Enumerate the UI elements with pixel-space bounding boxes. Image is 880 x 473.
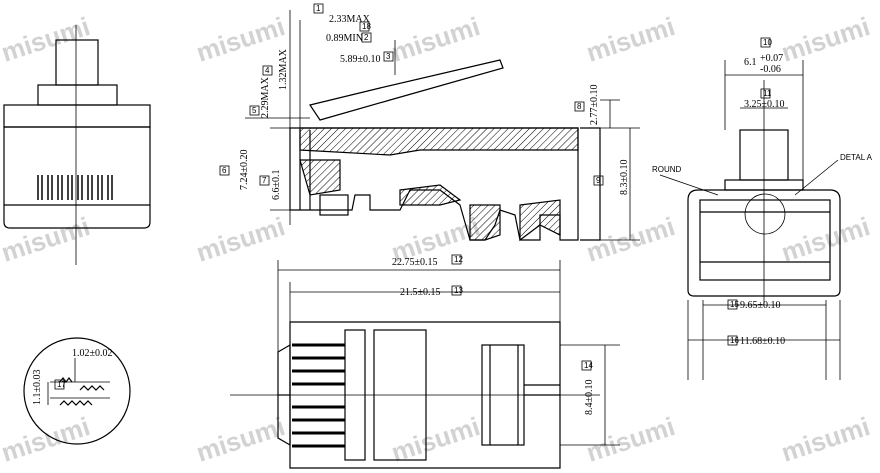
- ref-marker: 7: [259, 175, 270, 186]
- dim-9-65: 9.65±0.10: [740, 300, 781, 311]
- label-round: ROUND: [652, 165, 682, 174]
- dim-8-4: 8.4±0.10: [584, 380, 595, 416]
- reference-markers: 1 2 3 4 5 6 7 8 9 10 11 12 13 14 15 16 1…: [54, 3, 772, 390]
- svg-text:12: 12: [454, 255, 463, 264]
- ref-marker: 5: [249, 105, 260, 116]
- svg-text:7: 7: [262, 176, 267, 185]
- ref-marker: 6: [219, 165, 230, 176]
- ref-marker: 14: [581, 360, 593, 371]
- ref-marker: 1: [313, 3, 324, 14]
- bottom-view: [230, 260, 620, 469]
- dim-8-3: 8.3±0.10: [619, 160, 630, 196]
- ref-marker: 12: [451, 254, 463, 265]
- dim-1-02: 1.02±0.02: [72, 348, 113, 359]
- ref-marker: 17: [54, 379, 66, 390]
- dim-22-75: 22.75±0.15: [392, 257, 438, 268]
- ref-marker: 2: [361, 32, 372, 43]
- dim-1-1: 1.1±0.03: [32, 370, 43, 406]
- dim-7-24: 7.24±0.20: [239, 150, 250, 191]
- watermark: misumi: [778, 11, 874, 68]
- detail-a-view: [23, 337, 131, 445]
- watermark: misumi: [193, 411, 289, 468]
- ref-marker: 3: [383, 51, 394, 62]
- watermark: misumi: [388, 11, 484, 68]
- svg-text:5: 5: [252, 106, 257, 115]
- dimension-labels: 2.33MAX 0.89MIN 5.89±0.10 2.29MAX 1.32MA…: [32, 14, 873, 415]
- label-detail-a: DETAL A: [840, 153, 873, 162]
- svg-text:9: 9: [596, 176, 601, 185]
- ref-marker: 10: [760, 37, 772, 48]
- svg-text:4: 4: [265, 66, 270, 75]
- watermark: misumi: [193, 11, 289, 68]
- svg-text:10: 10: [763, 38, 772, 47]
- dim-2-29max: 2.29MAX: [260, 76, 271, 118]
- ref-marker: 4: [262, 65, 273, 76]
- svg-text:15: 15: [730, 300, 739, 309]
- svg-text:14: 14: [584, 361, 593, 370]
- svg-text:17: 17: [57, 380, 66, 389]
- watermarks: misumi misumi misumi misumi misumi misum…: [0, 11, 873, 468]
- ref-marker: 13: [451, 285, 463, 296]
- dim-6-1-minus: -0.06: [760, 64, 781, 75]
- svg-text:6: 6: [222, 166, 227, 175]
- watermark: misumi: [0, 11, 93, 68]
- dim-21-5: 21.5±0.15: [400, 287, 441, 298]
- dim-2-33max: 2.33MAX: [329, 14, 371, 25]
- watermark: misumi: [778, 411, 874, 468]
- dim-3-25: 3.25±0.10: [744, 99, 785, 110]
- svg-text:13: 13: [454, 286, 463, 295]
- ref-marker: 9: [593, 175, 604, 186]
- svg-text:1: 1: [316, 4, 321, 13]
- dim-5-89: 5.89±0.10: [340, 54, 381, 65]
- svg-text:8: 8: [577, 102, 582, 111]
- ref-marker: 15: [727, 299, 739, 310]
- front-view: [3, 25, 151, 265]
- end-view: [659, 60, 841, 380]
- side-section-view: [245, 10, 640, 242]
- watermark: misumi: [583, 411, 679, 468]
- svg-text:18: 18: [362, 22, 371, 31]
- watermark: misumi: [193, 211, 289, 268]
- watermark: misumi: [388, 411, 484, 468]
- svg-text:11: 11: [763, 89, 772, 98]
- dim-1-32max: 1.32MAX: [278, 48, 289, 90]
- dim-11-68: 11.68±0.10: [740, 336, 785, 347]
- ref-marker: 18: [359, 21, 371, 32]
- watermark: misumi: [778, 211, 874, 268]
- dim-6-1-nominal: 6.1: [744, 57, 757, 68]
- ref-marker: 16: [727, 335, 739, 346]
- ref-marker: 11: [760, 88, 772, 99]
- dim-6-1-plus: +0.07: [760, 53, 783, 64]
- svg-text:16: 16: [730, 336, 739, 345]
- watermark: misumi: [583, 11, 679, 68]
- ref-marker: 8: [574, 101, 585, 112]
- watermark: misumi: [583, 211, 679, 268]
- svg-text:2: 2: [364, 33, 369, 42]
- dim-2-77: 2.77±0.10: [589, 85, 600, 126]
- svg-text:3: 3: [386, 52, 391, 61]
- watermark: misumi: [0, 411, 93, 468]
- watermark: misumi: [0, 211, 93, 268]
- dim-6-6: 6.6±0.1: [271, 170, 282, 201]
- dim-0-89min: 0.89MIN: [326, 33, 363, 44]
